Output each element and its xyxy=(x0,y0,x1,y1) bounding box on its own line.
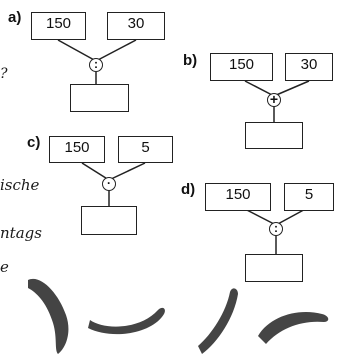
multiplication-operator-icon: · xyxy=(102,177,116,191)
margin-question-mark: ? xyxy=(0,66,8,82)
crayon-stroke-4 xyxy=(258,312,329,344)
problem-a-right-box: 30 xyxy=(107,12,165,40)
problem-a-left-box: 150 xyxy=(31,12,86,40)
problem-b-answer-box[interactable] xyxy=(245,122,303,149)
margin-handwriting-1: ische xyxy=(0,176,40,194)
problem-c-answer-box[interactable] xyxy=(81,206,137,235)
problem-c-right-box: 5 xyxy=(118,136,173,163)
division-operator-icon-d: : xyxy=(269,222,283,236)
margin-handwriting-2: ntags xyxy=(0,224,42,242)
problem-c-left-box: 150 xyxy=(49,136,105,163)
crayon-stroke-2 xyxy=(88,307,165,335)
problem-c-label: c) xyxy=(27,134,41,151)
crayon-stroke-3 xyxy=(198,288,238,354)
division-operator-icon: : xyxy=(89,58,103,72)
margin-handwriting-3: e xyxy=(0,258,9,276)
problem-b-right-box: 30 xyxy=(285,53,333,81)
addition-operator-icon: + xyxy=(267,92,281,107)
problem-d-right-box: 5 xyxy=(284,183,334,211)
problem-b-label: b) xyxy=(183,52,198,69)
problem-a-answer-box[interactable] xyxy=(70,84,129,112)
problem-a-label: a) xyxy=(8,9,22,26)
problem-d-answer-box[interactable] xyxy=(245,254,303,282)
crayon-scribbles xyxy=(28,278,329,354)
problem-d-left-box: 150 xyxy=(205,183,271,211)
crayon-stroke-1 xyxy=(28,278,69,354)
problem-d-label: d) xyxy=(181,181,196,198)
problem-b-left-box: 150 xyxy=(210,53,273,81)
